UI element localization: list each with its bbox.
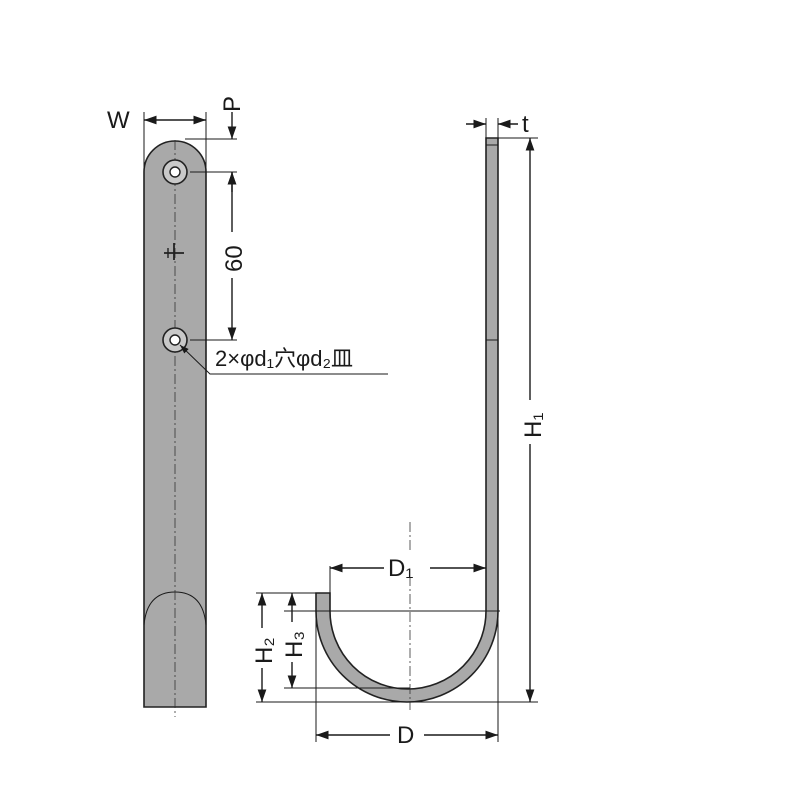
front-view: W P 60 2×φd₁穴φd₂皿 — [107, 96, 388, 717]
hole-spacing-label: 60 — [221, 245, 248, 272]
side-view: t H₁ D₁ H₂ H₃ D — [250, 111, 547, 749]
outer-width-label: D — [397, 722, 414, 749]
stamp-mark — [164, 243, 184, 260]
pitch-label: P — [219, 96, 246, 112]
hole-note: 2×φd₁穴φd₂皿 — [215, 346, 353, 371]
inner-height-label: H₃ — [281, 631, 308, 658]
hole-leader — [179, 344, 388, 375]
upper-hole — [162, 159, 188, 185]
inner-width-label: D₁ — [388, 555, 413, 582]
hook-profile — [315, 137, 499, 703]
total-height-label: H₁ — [520, 413, 547, 438]
hook-height-label: H₂ — [251, 637, 278, 664]
thickness-label: t — [522, 111, 529, 138]
width-label: W — [107, 107, 130, 134]
